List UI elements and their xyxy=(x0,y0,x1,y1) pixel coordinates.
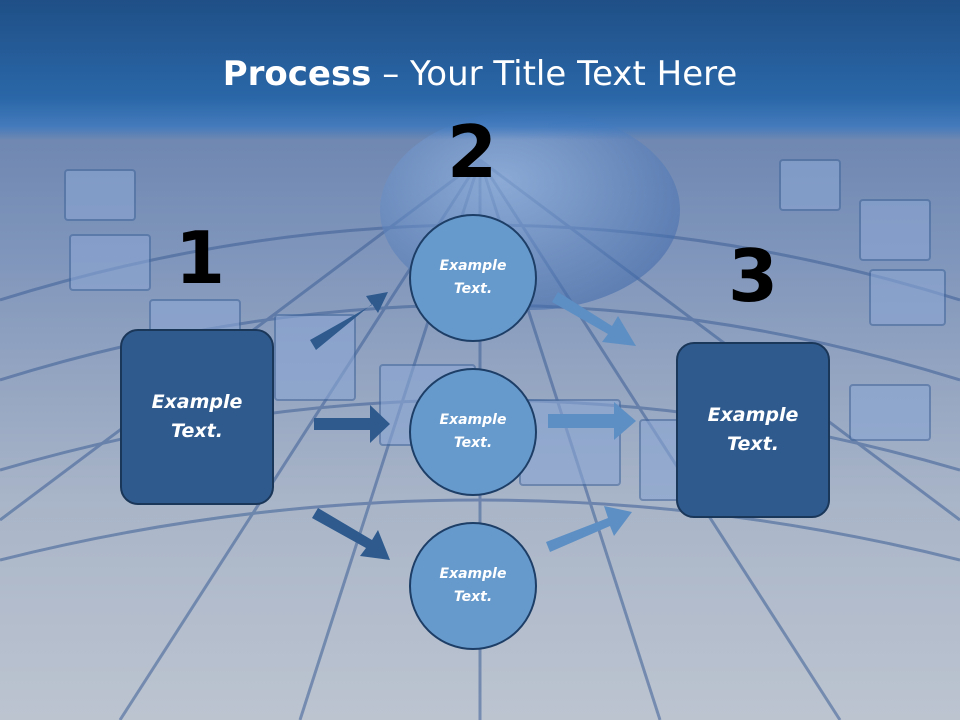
step-3-box: Example Text. xyxy=(676,342,830,518)
step-number-2: 2 xyxy=(446,110,498,194)
title-band xyxy=(0,0,960,140)
arrow-from-middle xyxy=(548,402,636,440)
step-3-label: Example Text. xyxy=(707,404,799,455)
circle-bottom-label: Example Text. xyxy=(439,566,507,605)
circle-middle-label: Example Text. xyxy=(439,412,507,451)
arrow-to-top xyxy=(310,292,388,350)
circle-top-label: Example Text. xyxy=(439,258,507,297)
step-2-circle-bottom: Example Text. xyxy=(409,522,537,650)
arrow-to-bottom xyxy=(312,508,390,560)
slide-title: Process – Your Title Text Here xyxy=(0,52,960,96)
title-rest: – Your Title Text Here xyxy=(371,54,738,94)
arrow-from-bottom xyxy=(546,506,632,552)
step-number-1: 1 xyxy=(174,216,226,300)
step-number-3: 3 xyxy=(727,234,779,318)
step-2-circle-top: Example Text. xyxy=(409,214,537,342)
arrow-to-middle xyxy=(314,405,390,443)
title-bold: Process xyxy=(222,54,372,94)
step-1-label: Example Text. xyxy=(151,391,243,442)
arrow-from-top xyxy=(552,292,636,346)
step-1-box: Example Text. xyxy=(120,329,274,505)
step-2-circle-middle: Example Text. xyxy=(409,368,537,496)
